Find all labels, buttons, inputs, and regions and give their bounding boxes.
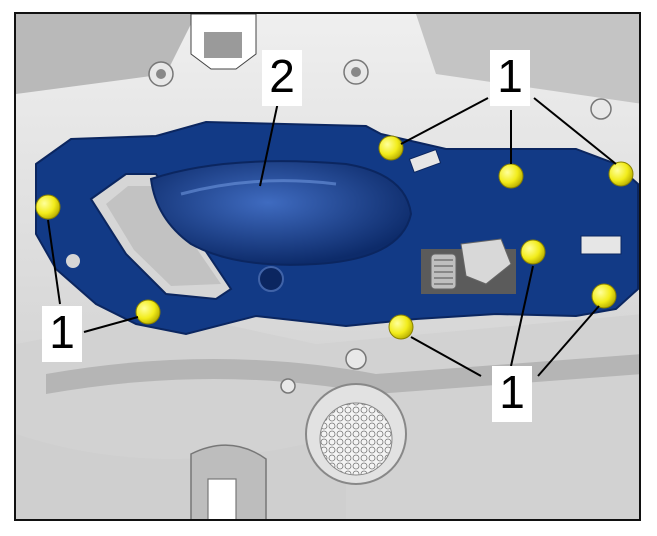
door-panel-ridge [46, 354, 639, 394]
panel-boss [345, 348, 367, 370]
callout-label-handle: 2 [262, 50, 302, 106]
leader-line [537, 305, 600, 377]
screw [135, 299, 161, 325]
leader-line [47, 219, 61, 305]
callout-label-screws-left: 1 [42, 306, 82, 362]
leader-line [510, 265, 534, 367]
panel-boss-hole [351, 67, 361, 77]
speaker-grille [319, 402, 393, 476]
callout-label-screws-top: 1 [490, 50, 530, 106]
panel-boss-hole [156, 69, 166, 79]
door-handle-diagram [16, 14, 639, 519]
diagram-frame: 1 1 1 2 [14, 12, 641, 521]
door-handle-highlight [180, 179, 337, 196]
leader-lines [47, 97, 617, 377]
lower-cutout-slot [207, 478, 237, 519]
leader-line [410, 336, 482, 377]
bracket-hole [66, 254, 80, 268]
screw [608, 161, 634, 187]
callout-label-screws-bottom: 1 [492, 366, 532, 422]
leader-line [83, 316, 139, 333]
bracket-slot [408, 148, 442, 174]
leader-line [400, 97, 489, 145]
lock-lever [460, 238, 512, 285]
panel-boss [590, 98, 612, 120]
upper-clip-slot [204, 32, 242, 58]
screw [520, 239, 546, 265]
screw-group [35, 135, 634, 340]
screw [388, 314, 414, 340]
lock-spring-coils [434, 259, 453, 285]
screw [498, 163, 524, 189]
bracket-opening-left-inner [106, 186, 221, 286]
leader-line [259, 101, 279, 187]
leader-line [533, 97, 617, 165]
screw [591, 283, 617, 309]
panel-boss [280, 378, 296, 394]
screw [35, 194, 61, 220]
screw [378, 135, 404, 161]
bracket-slot [580, 235, 622, 255]
bracket-pivot [258, 266, 284, 292]
